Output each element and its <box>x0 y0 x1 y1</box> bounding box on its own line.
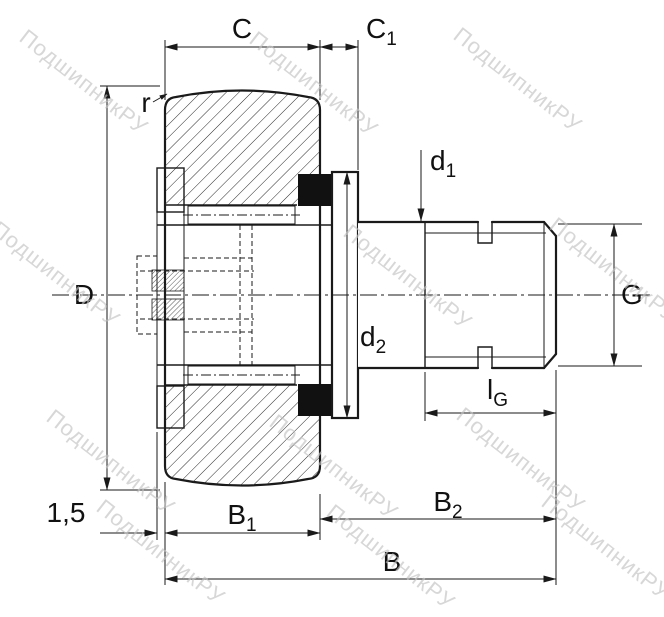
roller-hatch-top <box>165 90 320 205</box>
dim-d1-label: d1 <box>430 145 456 182</box>
chamfer-top <box>542 220 558 238</box>
dim-r-label: r <box>141 87 150 118</box>
chamfer-bottom <box>542 352 558 370</box>
grease-thread-top <box>151 269 185 292</box>
dim-r: r <box>141 87 168 118</box>
dim-D-label: D <box>74 279 94 310</box>
dim-offset-label: 1,5 <box>47 497 86 528</box>
dim-G: G <box>558 223 643 367</box>
dim-B2: B2 <box>319 486 557 540</box>
dim-B1: B1 <box>164 482 321 585</box>
needle-rollers <box>183 205 300 385</box>
washer-block-top-hatch <box>156 167 185 213</box>
seal-top <box>298 174 331 206</box>
dim-lG-label: lG <box>487 374 508 411</box>
leader-line <box>152 93 168 103</box>
dim-d2: d2 <box>343 171 386 419</box>
dim-d1: d1 <box>417 145 456 222</box>
dim-D: D <box>74 85 160 491</box>
seals <box>298 174 331 416</box>
dim-C-label: C <box>232 13 252 44</box>
groove-top <box>477 222 493 244</box>
dim-C1: C1 <box>319 13 397 170</box>
roller-cross-section <box>163 89 322 487</box>
dim-B: B <box>164 546 557 583</box>
dim-B-label: B <box>383 546 402 577</box>
groove-bottom <box>477 346 493 368</box>
roller-hatch-bottom <box>165 385 320 486</box>
grease-thread-bottom <box>151 298 185 321</box>
dim-offset: 1,5 <box>47 432 158 540</box>
dim-G-label: G <box>621 279 643 310</box>
seal-bottom <box>298 384 331 416</box>
washer-block-bottom-hatch <box>156 385 185 429</box>
end-washer <box>156 167 185 429</box>
dim-d2-label: d2 <box>360 321 386 358</box>
dim-B1-label: B1 <box>227 499 256 536</box>
dim-B2-label: B2 <box>433 486 462 523</box>
dim-C1-label: C1 <box>366 13 397 50</box>
dim-lG: lG <box>424 370 557 585</box>
